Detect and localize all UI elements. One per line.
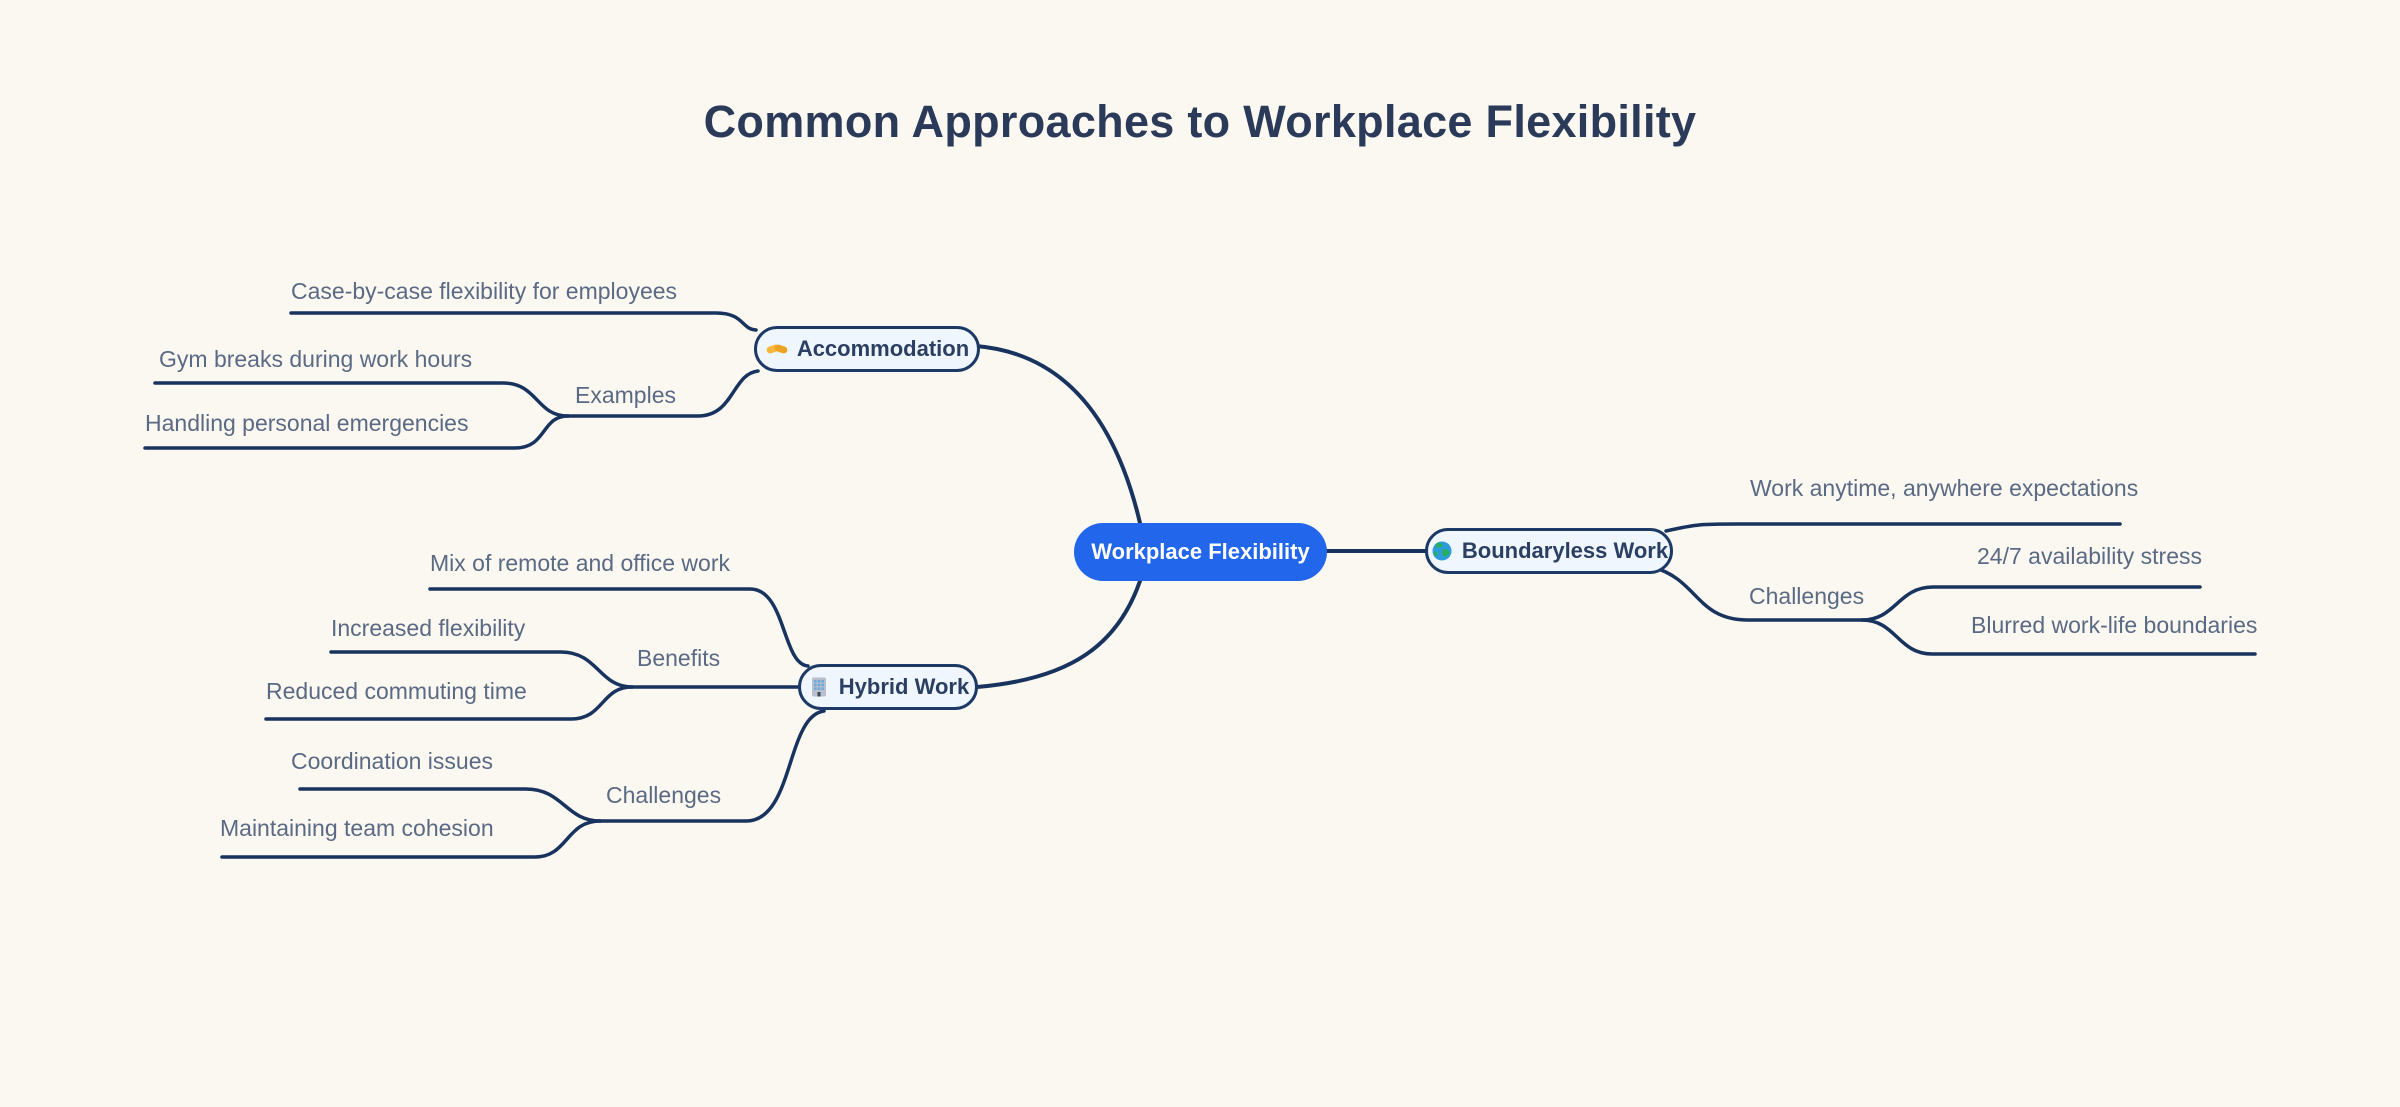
leaf-handling-emergencies[interactable]: Handling personal emergencies bbox=[145, 410, 469, 436]
edge-gym-breaks bbox=[153, 381, 570, 418]
edge-handling-emergencies bbox=[143, 414, 570, 450]
edge-challenges-hybrid bbox=[598, 709, 826, 823]
node-hybrid-work-label: Hybrid Work bbox=[838, 674, 970, 699]
leaf-blurred-boundaries[interactable]: Blurred work-life boundaries bbox=[1971, 612, 2258, 638]
leaf-examples[interactable]: Examples bbox=[575, 382, 676, 408]
leaf-case-by-case[interactable]: Case-by-case flexibility for employees bbox=[291, 278, 678, 304]
node-accommodation[interactable]: Accommodation bbox=[754, 326, 980, 372]
leaf-mix-remote-office[interactable]: Mix of remote and office work bbox=[430, 550, 730, 576]
node-accommodation-label: Accommodation bbox=[796, 336, 970, 361]
leaf-gym-breaks[interactable]: Gym breaks during work hours bbox=[159, 346, 473, 372]
leaf-reduced-commuting[interactable]: Reduced commuting time bbox=[266, 678, 527, 704]
edge-challenges-boundaryless bbox=[1650, 565, 1864, 622]
page-title: Common Approaches to Workplace Flexibili… bbox=[703, 96, 1697, 147]
leaf-benefits[interactable]: Benefits bbox=[637, 645, 721, 671]
edge-case-by-case bbox=[289, 311, 758, 332]
node-boundaryless-work[interactable]: Boundaryless Work bbox=[1425, 528, 1673, 574]
office-building-icon bbox=[807, 675, 831, 699]
edge-coordination-issues bbox=[298, 787, 602, 823]
edge-availability-stress bbox=[1860, 585, 2202, 622]
edge-mix-remote-office bbox=[428, 587, 810, 668]
globe-icon bbox=[1430, 539, 1454, 563]
leaf-work-anytime[interactable]: Work anytime, anywhere expectations bbox=[1750, 475, 2139, 501]
leaf-coordination-issues[interactable]: Coordination issues bbox=[291, 748, 494, 774]
node-workplace-flexibility[interactable]: Workplace Flexibility bbox=[1074, 523, 1327, 581]
leaf-challenges-boundaryless[interactable]: Challenges bbox=[1749, 583, 1865, 609]
handshake-icon bbox=[765, 337, 789, 361]
node-boundaryless-work-label: Boundaryless Work bbox=[1461, 538, 1669, 563]
edge-increased-flexibility bbox=[329, 650, 634, 689]
leaf-maintaining-cohesion[interactable]: Maintaining team cohesion bbox=[220, 815, 494, 841]
edge-work-anytime bbox=[1664, 522, 2122, 533]
edge-examples bbox=[566, 369, 760, 418]
edge-central-accommodation bbox=[974, 344, 1142, 525]
node-workplace-flexibility-label: Workplace Flexibility bbox=[1091, 539, 1310, 564]
edge-reduced-commuting bbox=[264, 685, 634, 721]
edge-central-hybrid bbox=[975, 579, 1142, 689]
leaf-availability-stress[interactable]: 24/7 availability stress bbox=[1977, 543, 2202, 569]
edge-blurred-boundaries bbox=[1860, 618, 2257, 656]
leaf-challenges-hybrid[interactable]: Challenges bbox=[606, 782, 722, 808]
leaf-increased-flexibility[interactable]: Increased flexibility bbox=[331, 615, 526, 641]
edge-maintaining-cohesion bbox=[220, 819, 602, 859]
node-hybrid-work[interactable]: Hybrid Work bbox=[798, 664, 978, 710]
